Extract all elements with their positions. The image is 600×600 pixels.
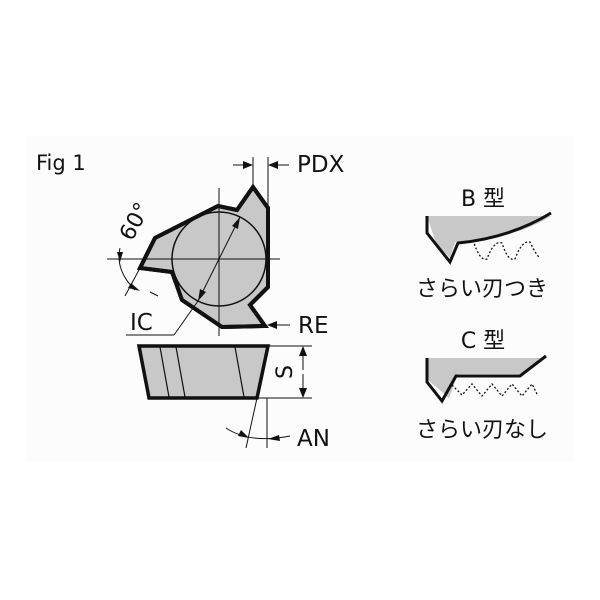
figure-panel: [26, 136, 574, 462]
variant-c-diagram: [425, 354, 547, 404]
variant-b-type-label: B 型: [461, 187, 505, 212]
label-angle: 60°: [115, 199, 155, 245]
label-s: S: [273, 365, 298, 379]
variant-c-type-label: C 型: [461, 329, 505, 354]
insert-top-view: [107, 157, 290, 336]
insert-side-view: [136, 344, 312, 449]
variant-b-caption: さらい刃つき: [416, 277, 548, 302]
label-pdx: PDX: [297, 152, 345, 178]
label-an: AN: [297, 426, 330, 452]
label-re: RE: [298, 313, 329, 339]
figure-title: Fig 1: [36, 151, 86, 175]
label-ic: IC: [130, 310, 153, 336]
variant-c-caption: さらい刃なし: [416, 418, 548, 443]
variant-b-diagram: [425, 211, 552, 265]
